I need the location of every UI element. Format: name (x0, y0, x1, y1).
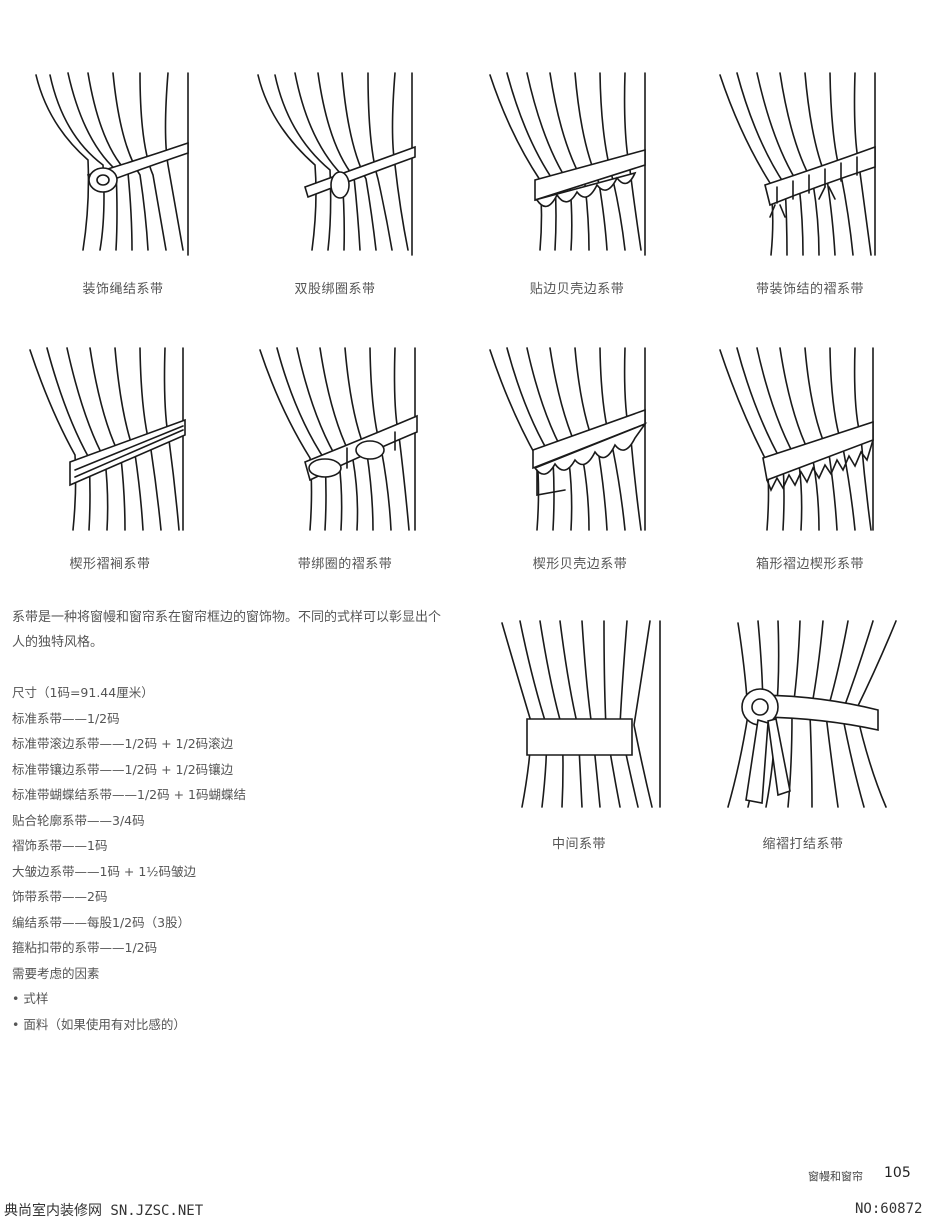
figure-caption: 缩褶打结系带 (762, 837, 844, 852)
specs-list: 尺寸（1码=91.44厘米） 标准系带——1/2码 标准带滚边系带——1/2码 … (12, 680, 452, 1037)
curtain-illustration-6: 带绑圈的褶系带 (255, 340, 445, 572)
figure-caption: 装饰绳结系带 (82, 282, 164, 297)
footer-section-title: 窗幔和窗帘 (808, 1170, 863, 1183)
figure-caption: 贴边贝壳边系带 (529, 282, 625, 297)
spec-line: 箍粘扣带的系带——1/2码 (12, 940, 158, 955)
spec-line: 大皱边系带——1码 + 1½码皱边 (12, 863, 196, 879)
spec-line: 贴合轮廓系带——3/4码 (12, 812, 145, 828)
spec-line: 标准带滚边系带——1/2码 + 1/2码滚边 (12, 736, 234, 751)
curtain-illustration-3: 贴边贝壳边系带 (485, 65, 675, 297)
spec-line: • 面料（如果使用有对比感的） (12, 1016, 186, 1032)
spec-line: 尺寸（1码=91.44厘米） (12, 685, 154, 700)
curtain-illustration-5: 楔形褶裥系带 (25, 340, 215, 572)
figure-caption: 带绑圈的褶系带 (297, 557, 393, 572)
intro-paragraph: 系带是一种将窗幔和窗帘系在窗帘框边的窗饰物。不同的式样可以彰显出个人的独特风格。 (12, 610, 442, 650)
spec-line: 标准带镶边系带——1/2码 + 1/2码镶边 (12, 761, 234, 777)
curtain-illustration-9: 中间系带 (492, 615, 682, 852)
page-number: 105 (884, 1165, 911, 1181)
figure-caption: 中间系带 (551, 837, 606, 852)
figure-caption: 楔形贝壳边系带 (532, 557, 628, 572)
curtain-illustration-2: 双股绑圈系带 (250, 65, 440, 297)
spec-line: 标准带蝴蝶结系带——1/2码 + 1码蝴蝶结 (12, 787, 246, 802)
spec-line: 标准系带——1/2码 (12, 710, 120, 726)
watermark-number: NO:60872 (855, 1201, 923, 1217)
curtain-illustration-8: 箱形褶边楔形系带 (715, 340, 905, 572)
spec-line: 褶饰系带——1码 (12, 838, 108, 853)
curtain-illustration-10: 缩褶打结系带 (718, 615, 908, 852)
spec-line: 饰带系带——2码 (12, 889, 108, 904)
spec-line: 编结系带——每股1/2码（3股） (12, 914, 191, 930)
figure-caption: 箱形褶边楔形系带 (755, 557, 864, 572)
curtain-illustration-1: 装饰绳结系带 (28, 65, 218, 297)
curtain-illustration-7: 楔形贝壳边系带 (485, 340, 675, 572)
curtain-illustration-4: 带装饰结的褶系带 (715, 65, 905, 297)
spec-line: • 式样 (12, 991, 49, 1006)
figure-caption: 带装饰结的褶系带 (755, 282, 864, 297)
spec-line: 需要考虑的因素 (12, 965, 100, 981)
figure-caption: 双股绑圈系带 (294, 282, 376, 297)
watermark-site: 典尚室内装修网 SN.JZSC.NET (4, 1203, 204, 1219)
figure-caption: 楔形褶裥系带 (69, 557, 151, 572)
